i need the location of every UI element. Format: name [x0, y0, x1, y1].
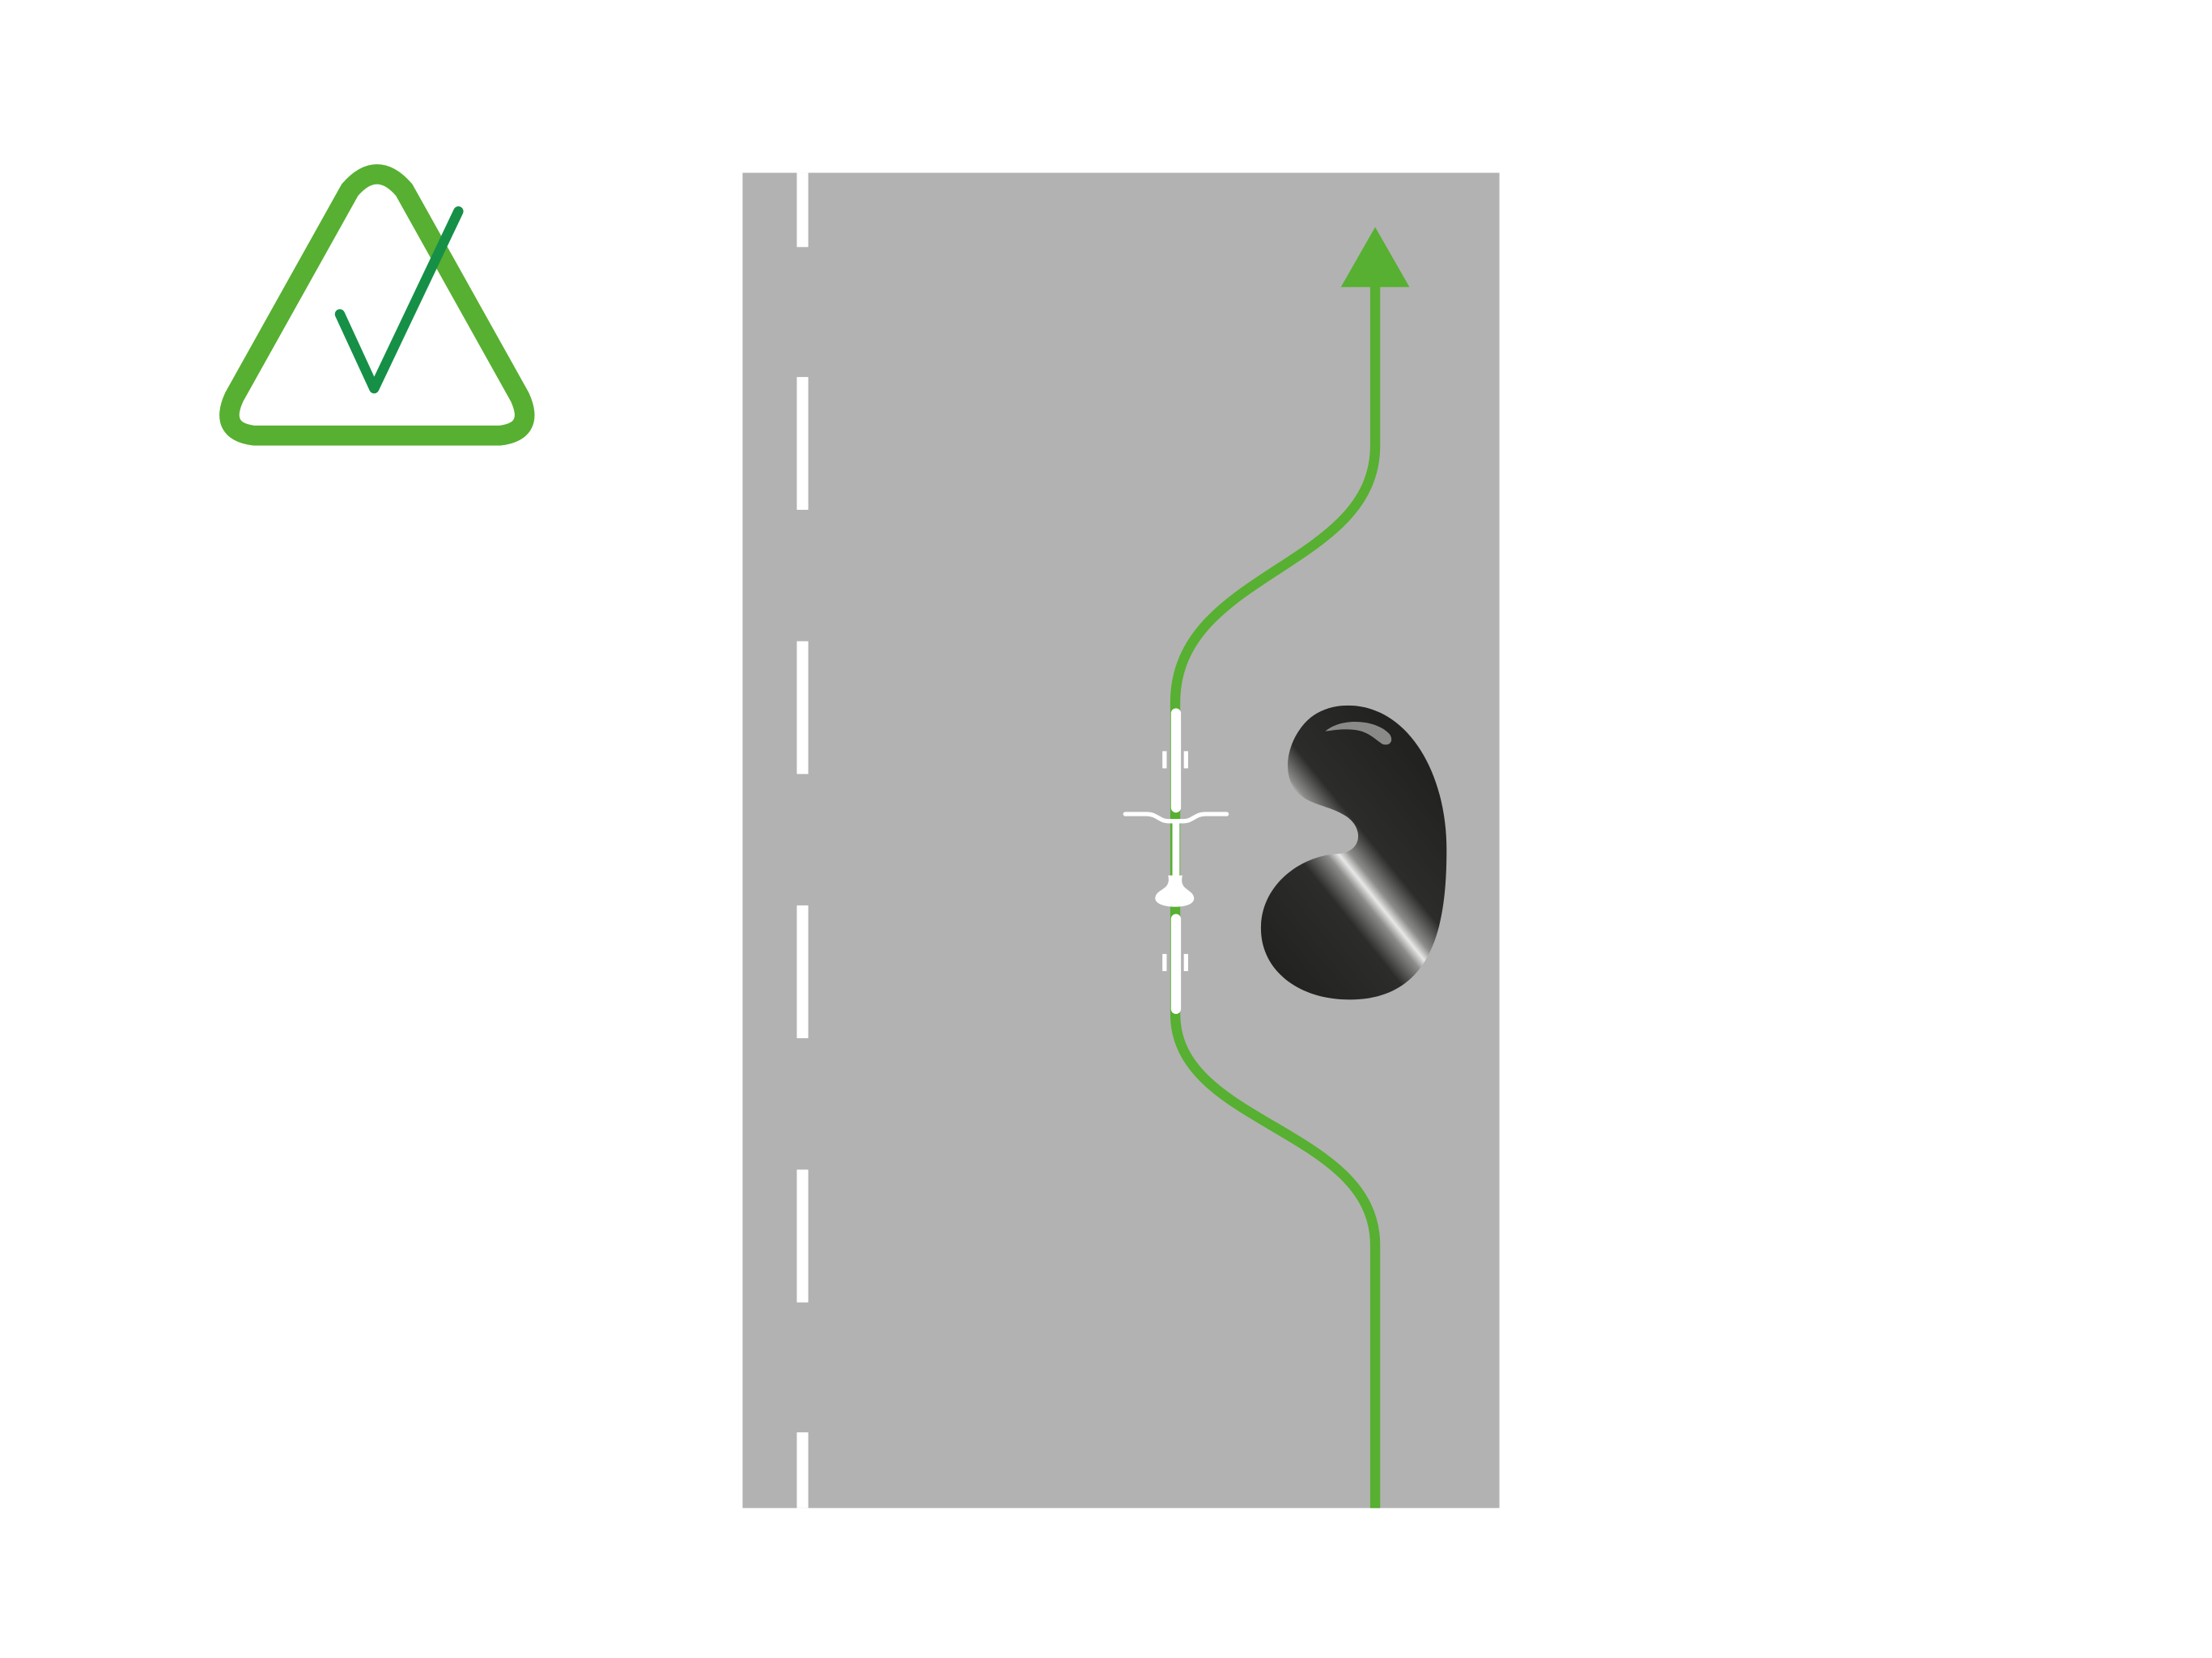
lane-dash — [796, 376, 809, 511]
pothole-shape — [1260, 705, 1447, 1000]
badge-triangle — [219, 164, 535, 446]
triangle-check-icon — [219, 164, 535, 446]
lane-dash — [796, 1432, 809, 1508]
arrow-up-icon — [1340, 227, 1410, 287]
lane-dash — [796, 172, 809, 248]
rear-wheel — [1170, 914, 1182, 1015]
front-hub — [1183, 751, 1188, 769]
rear-hub — [1183, 953, 1188, 972]
pothole-highlight — [1325, 722, 1392, 745]
saddle — [1155, 875, 1195, 907]
front-wheel — [1170, 708, 1182, 813]
pothole-icon — [1260, 705, 1447, 1000]
lane-markings — [796, 172, 809, 1508]
front-hub — [1162, 751, 1167, 769]
lane-dash — [796, 905, 809, 1039]
lane-dash — [796, 641, 809, 774]
bicycle-top-view-icon — [1123, 708, 1229, 1015]
check-mark-icon — [334, 206, 464, 394]
lane-dash — [796, 1169, 809, 1303]
rear-hub — [1162, 953, 1167, 972]
bike-frame — [1172, 821, 1180, 886]
